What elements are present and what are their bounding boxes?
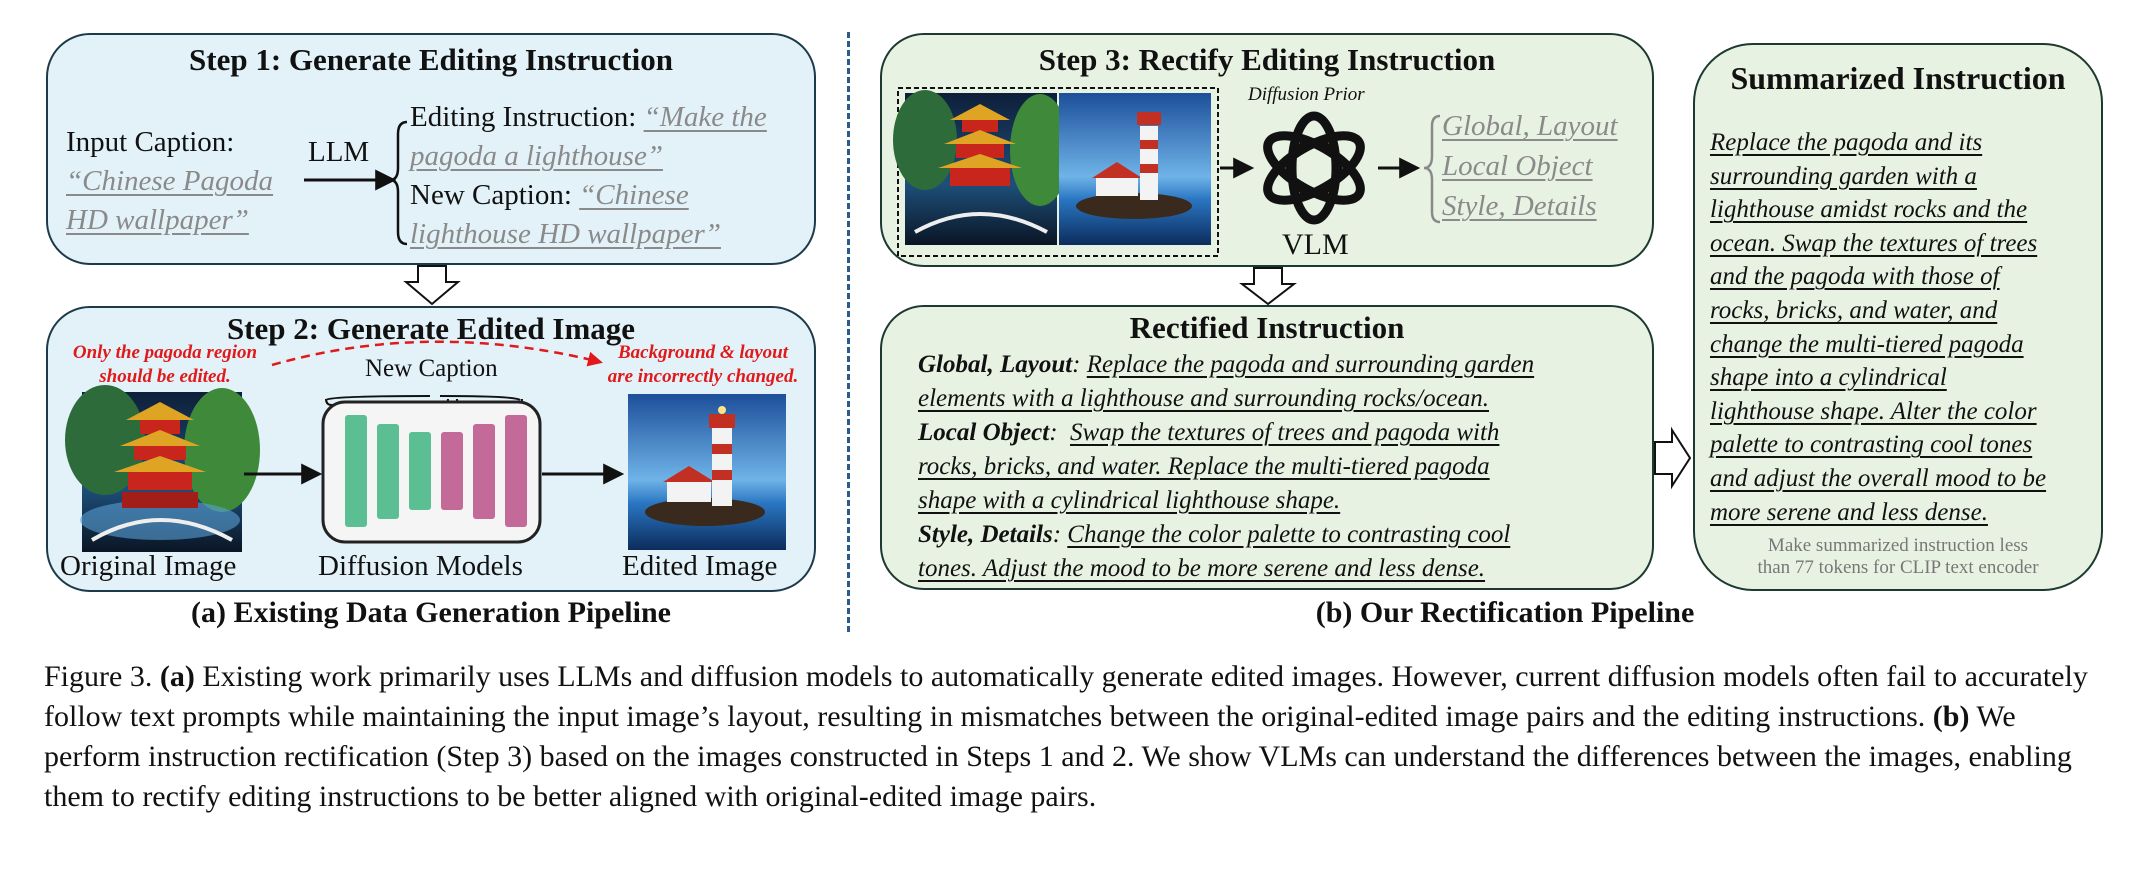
- step1-title: Step 1: Generate Editing Instruction: [189, 42, 673, 77]
- step1-box: [46, 33, 816, 265]
- note-left-line2: should be edited.: [99, 366, 231, 387]
- summary-line: lighthouse shape. Alter the color: [1710, 397, 2037, 425]
- edited-image: [628, 394, 786, 550]
- down-arrow-step3-to-rectified: [1239, 267, 1297, 306]
- vlm-label: VLM: [1282, 228, 1349, 261]
- new-caption-block: New Caption: “Chinese: [410, 179, 689, 212]
- note-line2: than 77 tokens for CLIP text encoder: [1757, 557, 2039, 578]
- red-dashed-arrow: [271, 340, 603, 367]
- global-line1: Replace the pagoda and surrounding garde…: [1086, 351, 1535, 378]
- summarized-text: Replace the pagoda and its surrounding g…: [1710, 126, 2096, 529]
- right-arrow-to-summary: [1654, 426, 1692, 490]
- summary-line: lighthouse amidst rocks and the: [1710, 196, 2028, 224]
- edited-image-label: Edited Image: [622, 550, 778, 582]
- caption-b-label: (b): [1932, 700, 1970, 733]
- editing-instruction-line1: “Make the: [643, 101, 767, 133]
- step3-edited-image: [1059, 93, 1211, 245]
- note-left-line1: Only the pagoda region: [72, 342, 258, 363]
- llm-label: LLM: [308, 136, 370, 168]
- step3-title: Step 3: Rectify Editing Instruction: [1038, 42, 1496, 77]
- input-caption-line1: “Chinese Pagoda: [66, 165, 274, 197]
- caption-a-label: (a): [159, 660, 195, 693]
- local-line3: shape with a cylindrical lighthouse shap…: [918, 487, 1341, 514]
- global-line2: elements with a lighthouse and surroundi…: [918, 385, 1490, 412]
- note-background-changed: Background & layout are incorrectly chan…: [588, 341, 818, 389]
- new-caption-line1: “Chinese: [579, 179, 689, 211]
- step2-title: Step 2: Generate Edited Image: [226, 311, 636, 346]
- local-object-label: Local Object: [918, 419, 1050, 446]
- summary-line: shape into a cylindrical: [1710, 364, 1947, 392]
- step3-original-image: [893, 90, 1070, 245]
- panel-a-caption: (a) Existing Data Generation Pipeline: [191, 596, 671, 629]
- vlm-icon: [1263, 111, 1365, 225]
- summary-line: rocks, bricks, and water, and: [1710, 296, 1998, 324]
- note-pagoda-only: Only the pagoda region should be edited.: [50, 341, 280, 389]
- note-right-line1: Background & layout: [618, 342, 788, 363]
- new-caption-text: New Caption: [365, 355, 498, 382]
- summary-line: and the pagoda with those of: [1710, 263, 2000, 291]
- summary-line: palette to contrasting cool tones: [1710, 431, 2033, 459]
- diffusion-prior-label: Diffusion Prior: [1248, 84, 1365, 105]
- new-caption-line2: lighthouse HD wallpaper”: [410, 218, 721, 250]
- step1-brace: [389, 120, 408, 246]
- aspect-style-details: Style, Details: [1442, 190, 1597, 222]
- style-details-label: Style, Details: [918, 521, 1053, 548]
- panel-b-caption: (b) Our Rectification Pipeline: [1315, 596, 1695, 629]
- summary-line: and adjust the overall mood to be: [1710, 464, 2047, 492]
- note-right-line2: are incorrectly changed.: [607, 366, 799, 387]
- editing-instruction-label: Editing Instruction:: [410, 101, 637, 133]
- panel-divider: [847, 32, 850, 632]
- aspects-brace: [1423, 114, 1441, 224]
- summary-line: more serene and less dense.: [1710, 498, 1988, 526]
- rectified-box: [880, 305, 1654, 590]
- down-arrow-step1-to-step2: [403, 265, 461, 306]
- original-image: [65, 385, 260, 552]
- summarized-title: Summarized Instruction: [1730, 60, 2066, 96]
- caption-a-text: Existing work primarily uses LLMs and di…: [44, 660, 2088, 733]
- summary-line: ocean. Swap the textures of trees: [1710, 229, 2038, 257]
- input-caption-line2: HD wallpaper”: [66, 204, 249, 236]
- note-line1: Make summarized instruction less: [1767, 535, 2029, 556]
- fig-label: Figure 3.: [44, 660, 153, 693]
- style-line2: tones. Adjust the mood to be more serene…: [918, 555, 1486, 582]
- rectified-title: Rectified Instruction: [1129, 310, 1405, 345]
- editing-instruction-block: Editing Instruction: “Make the: [410, 101, 767, 134]
- local-line2: rocks, bricks, and water. Replace the mu…: [918, 453, 1490, 480]
- image-pair-frame: [897, 87, 1219, 257]
- local-line1: Swap the textures of trees and pagoda wi…: [1070, 419, 1500, 446]
- summarized-box: [1693, 43, 2103, 591]
- global-layout-label: Global, Layout: [918, 351, 1073, 378]
- summary-line: change the multi-tiered pagoda: [1710, 330, 2024, 358]
- caption-b-text: We perform instruction rectification (St…: [44, 700, 2072, 813]
- summarized-note: Make summarized instruction less than 77…: [1693, 535, 2103, 579]
- original-image-label: Original Image: [60, 550, 237, 582]
- figure-caption: Figure 3. (a) Existing work primarily us…: [44, 657, 2114, 817]
- editing-instruction-line2: pagoda a lighthouse”: [410, 140, 663, 172]
- summary-line: surrounding garden with a: [1710, 162, 1977, 190]
- style-line1: Change the color palette to contrasting …: [1067, 521, 1511, 548]
- aspect-local-object: Local Object: [1442, 150, 1593, 182]
- rectified-text: Global, Layout: Replace the pagoda and s…: [918, 351, 1535, 582]
- aspect-global-layout: Global, Layout: [1442, 110, 1618, 142]
- diffusion-model-icon: [321, 395, 542, 544]
- new-caption-label: New Caption:: [410, 179, 572, 211]
- diffusion-models-label: Diffusion Models: [318, 550, 523, 582]
- input-caption-label: Input Caption:: [66, 126, 235, 158]
- summary-line: Replace the pagoda and its: [1710, 129, 1983, 156]
